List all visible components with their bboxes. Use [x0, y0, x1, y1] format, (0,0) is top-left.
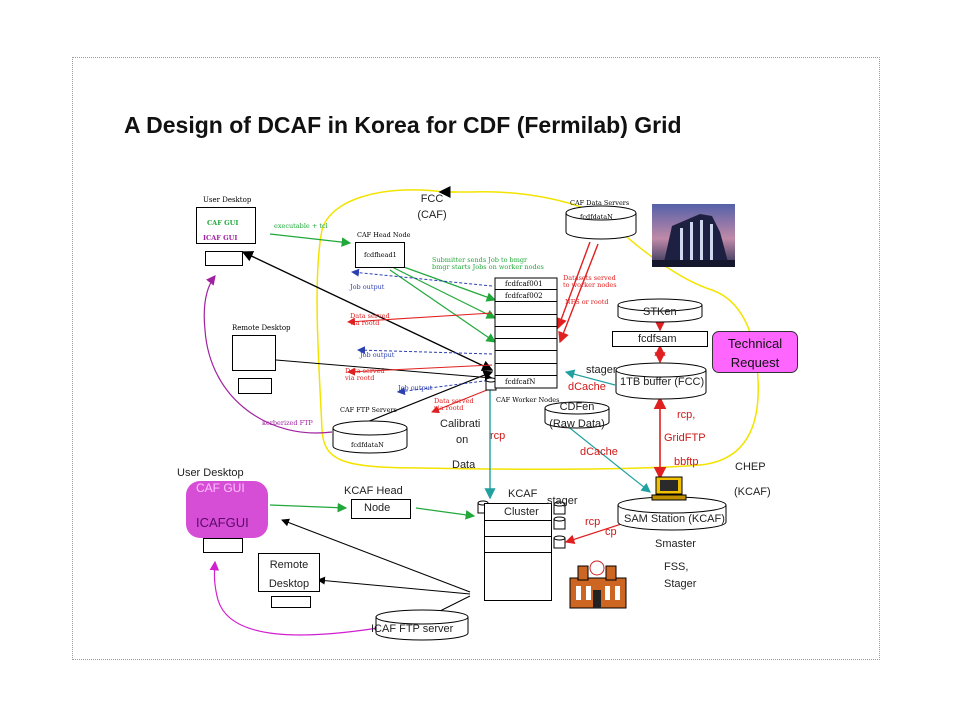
- remote-worker-arrow: [275, 359, 493, 382]
- top-remote-desktop-label: Remote Desktop: [232, 324, 291, 332]
- desktop-worker-arrow: [241, 251, 494, 371]
- worker-node-row: fcdfcafN: [505, 377, 536, 386]
- executable-arrow: [269, 233, 352, 247]
- worker-node-row: fcdfcaf001: [495, 278, 557, 291]
- rcp-teal-label: rcp: [490, 430, 506, 442]
- stager-cylinder-1: [553, 501, 566, 515]
- kcaf-label: KCAF: [508, 488, 538, 500]
- cdfen-cylinder: [544, 401, 610, 429]
- fcdfsam-box: fcdfsam: [612, 331, 708, 347]
- fcdfdataN-ftp-cylinder: [332, 420, 408, 454]
- bottom-stager-label: stager: [547, 495, 578, 507]
- dcache-label-2: dCache: [580, 446, 618, 458]
- worker-node-row: [495, 315, 557, 327]
- icaf-ftp-cylinder: [375, 609, 469, 641]
- cdfen-label: CDFen(Raw Data): [549, 401, 605, 431]
- fcc-label: FCC(CAF): [417, 193, 447, 222]
- icaf-ftp-label: ICAF FTP server: [371, 623, 454, 635]
- smaster-label: Smaster: [655, 538, 696, 550]
- slide-title: A Design of DCAF in Korea for CDF (Fermi…: [124, 112, 682, 138]
- fcdfhead1-box: fcdfhead1: [355, 242, 405, 268]
- stager-label: stager: [586, 364, 617, 376]
- caf-head-node-label: CAF Head Node: [357, 231, 411, 239]
- worker-node-row: [495, 302, 557, 315]
- worker-node-row: [495, 327, 557, 340]
- ftp-worker-arrow: [351, 370, 494, 429]
- stken-label: STKen: [643, 306, 677, 318]
- kcaf-head-node-box: Node: [351, 499, 411, 519]
- top-user-desktop-box: CAF GUI ICAF GUI: [196, 207, 256, 244]
- stken-cylinder: [617, 298, 703, 323]
- stager-cylinder-2: [553, 516, 566, 530]
- job-output-2: Job output: [360, 351, 395, 359]
- job-output-3: Job output: [398, 384, 433, 392]
- caf-ftp-servers-label: CAF FTP Servers: [340, 406, 397, 414]
- building-icon: [569, 560, 627, 609]
- bottom-cp-label: cp: [605, 526, 617, 538]
- buffer-label: 1TB buffer (FCC): [620, 376, 705, 388]
- chep-label: CHEP: [735, 461, 766, 473]
- submit-arrow-2: [389, 265, 497, 319]
- computer-icon: [651, 476, 687, 501]
- bottom-user-desktop-label: User Desktop: [177, 467, 244, 479]
- worker-nodes-label: CAF Worker Nodes: [496, 396, 560, 404]
- worker-stack: [494, 277, 558, 389]
- top-user-desktop-label: User Desktop: [203, 196, 252, 204]
- bottom-caf-gui-box: CAF GUI ICAFGUI: [186, 481, 268, 538]
- worker-node-row: [495, 364, 557, 376]
- executable-label: executable + tcl: [274, 222, 328, 230]
- bbftp-label: bbftp: [674, 456, 699, 468]
- slide-frame: [72, 57, 880, 660]
- sam-station-cylinder: [617, 496, 727, 531]
- stager-cylinder-3: [553, 535, 566, 549]
- kerberized-ftp-label: kerberized FTP: [262, 419, 313, 427]
- job-output-1: Job output: [350, 283, 385, 291]
- rcp-label: rcp,: [677, 409, 696, 421]
- bottom-rcp-label: rcp: [585, 516, 601, 528]
- kcaf-cluster-box: Cluster: [484, 503, 552, 601]
- bottom-remote-desktop-box: Remote Desktop: [258, 553, 320, 592]
- sam-station-label: SAM Station (KCAF): [624, 513, 725, 525]
- fss-label: FSS,Stager: [664, 561, 697, 591]
- top-remote-keyboard: [238, 378, 272, 394]
- worker-cylinder: [485, 377, 497, 391]
- nfs-label: NFS or rootd: [565, 298, 609, 306]
- top-caf-gui: CAF GUI: [207, 219, 239, 227]
- kcaf-label: (KCAF): [734, 486, 771, 498]
- kcaf-head-label: KCAF Head: [344, 485, 403, 497]
- worker-node-row: fcdfcaf002: [495, 290, 557, 303]
- ftp-fcdfdataN: fcdfdataN: [351, 441, 384, 449]
- dcache-label-1: dCache: [568, 381, 606, 393]
- caf-data-servers-label: CAF Data Servers: [570, 199, 630, 207]
- worker-node-row: [495, 339, 557, 352]
- bottom-user-keyboard: [203, 538, 243, 553]
- fermilab-photo-icon: [652, 204, 735, 267]
- gridftp-label: GridFTP: [664, 432, 706, 444]
- top-icaf-gui: ICAF GUI: [203, 234, 238, 242]
- data-label: Data: [452, 459, 476, 471]
- buffer-cylinder: [615, 362, 707, 400]
- top-remote-desktop-box: [232, 335, 276, 371]
- top-user-keyboard: [205, 251, 243, 266]
- fcdfdataN-ds-cylinder: [565, 205, 637, 240]
- bottom-remote-keyboard: [271, 596, 311, 608]
- worker-node-row: [495, 351, 557, 364]
- ds-fcdfdataN: fcdfdataN: [580, 213, 613, 221]
